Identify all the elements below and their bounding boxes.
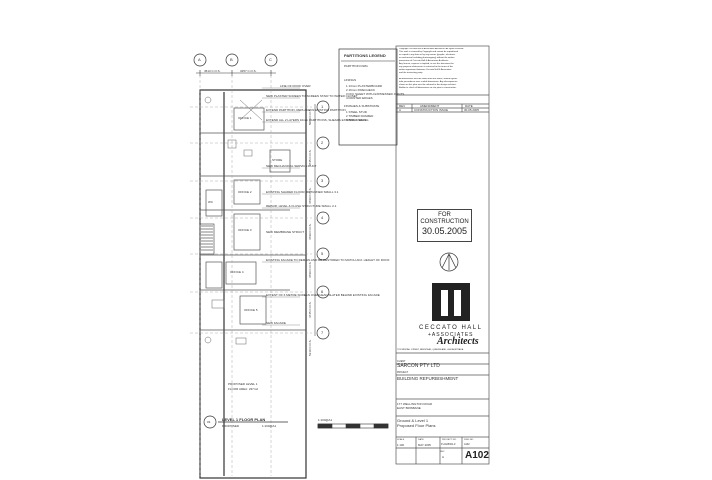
project-label: PROJECT [397, 371, 409, 374]
grid-label-3: 3 [321, 178, 324, 183]
scale-bar-label: 1:100@A1 [318, 418, 333, 422]
grid-label-2: 2 [321, 140, 324, 145]
grid-dimension-5-6: 4799 C.O.S. [308, 261, 312, 278]
revision-date: 30.05.2005 [464, 108, 480, 112]
legend-finish: 2 TIMBER FRAMED [346, 114, 374, 118]
grid-label-b: B [230, 57, 233, 62]
room-label: OFFICE 1 [238, 116, 252, 120]
grid-label-4: 4 [321, 215, 324, 220]
plan-note: LINE OF ROOF OVER [280, 84, 311, 88]
drawing-title-1: Ground & Level 1 [397, 418, 429, 423]
legend-linings-title: LININGS [344, 78, 357, 82]
grid-dimension-7-end: 5310 C.O.S. [308, 339, 312, 356]
firm-address: 7/23 WESTALL STREET, NEWSTEAD, QUEENSLAN… [397, 349, 464, 351]
grid-label-1: 1 [321, 104, 324, 109]
plan-note: NEW FACADE [266, 321, 286, 325]
legend-finishes-title: FINISHES & SUBSTRATE [344, 104, 380, 108]
grid-dimension-4-5: 4799 C.O.S. [308, 223, 312, 240]
copyright-notice: Copyright Ceccato Hall & Associates Arch… [399, 48, 464, 74]
legend-part-dwg: PARTITION DWG [344, 64, 368, 68]
client-name: SARCON PTY LTD [397, 363, 440, 369]
grid-label-c: C [269, 57, 272, 62]
drawing-title-2: Proposed Floor Plans [397, 423, 436, 428]
drawing-title: LEVEL 1 FLOOR PLAN [222, 417, 266, 422]
firm-name: CECCATO HALL [419, 325, 483, 331]
firm-script: Architects [437, 336, 479, 347]
plan-note: EXISTING FACADE TO REMAIN AND BE RESTORE… [266, 258, 390, 262]
dimension-disclaimer: All dimensions must be taken from the wo… [399, 78, 458, 89]
meta-value-project: P-AA05001-Z [441, 443, 456, 446]
legend-finish: 3 BRICK WALL [346, 118, 367, 122]
plan-note: NEW PLASTER SCREEN TO SCREEN STAIR TO WA… [266, 94, 358, 98]
room-label: OFFICE 5 [244, 308, 258, 312]
construction-stamp: FOR CONSTRUCTION 30.05.2005 [417, 209, 472, 242]
grid-dimension-bc: 3257 C.O.S. [240, 69, 257, 73]
stamp-date: 30.05.2005 [421, 226, 468, 236]
project-address-1: 177 WELLINGTON ROAD [397, 402, 433, 406]
room-label: OFFICE 3 [238, 228, 252, 232]
revision-rev: A [399, 108, 402, 112]
legend-lining: 2 16mm FIRECHECK [346, 88, 376, 92]
grid-label-6: 6 [321, 289, 324, 294]
meta-value-rev: A [442, 455, 445, 459]
grid-dimension-ab: 4513 C.O.S. [204, 69, 221, 73]
revision-header-rev: REV [399, 104, 406, 108]
firm-associates: +ASSOCIATES [428, 332, 474, 338]
project-name: BUILDING REFURBISHMENT [397, 376, 459, 381]
drawing-title-sub: PROPOSED [222, 424, 240, 428]
meta-value-dwg: A102 [464, 443, 470, 446]
grid-label-5: 5 [321, 251, 324, 256]
drawing-title-scale: 1:100@A1 [262, 424, 277, 428]
north-arrow-icon [440, 253, 458, 271]
plan-note: NEW MECHANICAL SERVICE DUCT [266, 164, 317, 168]
legend-title: PARTITIONS LEGEND [344, 53, 386, 58]
stamp-line-1: FOR [438, 212, 451, 218]
legend-finish: 1 STEEL STUD [346, 110, 367, 114]
revision-amendment: CONSTRUCTION ISSUE [414, 108, 449, 112]
room-label: OFFICE 2 [238, 190, 252, 194]
plan-note: EXTENT OF 6 METRE SCREEN OVERHEAD SLATED… [266, 293, 380, 297]
meta-label-dwg: DWG NO. [464, 439, 474, 441]
room-label: WC [208, 200, 213, 204]
plan-note: EXTEND PARTITION, REPLACE IN EXISTING PA… [266, 108, 346, 112]
meta-value-date: MAY 2005 [418, 443, 431, 447]
legend-lining: 3 FFC SHEET WITH EXPRESSED JOINTS [346, 92, 405, 96]
client-label: CLIENT [397, 360, 406, 363]
drawing-number: A102 [465, 450, 489, 461]
stamp-line-2: CONSTRUCTION [420, 219, 469, 225]
meta-label-project: PROJECT NO. [442, 439, 457, 441]
logo-bar-icon [448, 290, 454, 316]
meta-label-date: DATE [418, 439, 424, 441]
meta-label-rev: REV [440, 451, 445, 453]
grid-label-a: A [198, 57, 201, 62]
meta-value-scale: 1:100 [397, 443, 404, 447]
room-label: STORE [272, 158, 283, 162]
grid-dimension-6-7: 4745 C.O.S. [308, 301, 312, 318]
plan-note: EXTEND ALL 2 LAYERS 10mm PARTITIONS, SHE… [266, 118, 369, 122]
revision-header-date: DATE [465, 104, 473, 108]
plan-note: NEW MEMBRANE STRUCT [266, 230, 305, 234]
floor-area-label: FLOOR AREA: 237m2 [228, 387, 259, 391]
proposed-level-label: PROPOSED LEVEL 1 [228, 382, 258, 386]
project-address-2: EAST BRISBANE [397, 406, 421, 410]
title-bubble-number: 03 [207, 420, 211, 424]
room-label: OFFICE 4 [230, 270, 244, 274]
revision-header-amendment: AMENDMENT [420, 104, 440, 108]
legend-lining: 4 PAINTED EDGES [346, 96, 373, 100]
plan-note: EXISTING SHADED FLOOR, RETURNED SMALL 3.… [266, 190, 339, 194]
plan-note: REPAIR, LEVEL & FLUSH STRUCTURE SMALL 2-… [266, 204, 337, 208]
legend-lining: 1 13mm PLASTERBOARD [346, 84, 383, 88]
meta-label-scale: SCALE [397, 439, 405, 441]
grid-label-7: 7 [321, 330, 324, 335]
